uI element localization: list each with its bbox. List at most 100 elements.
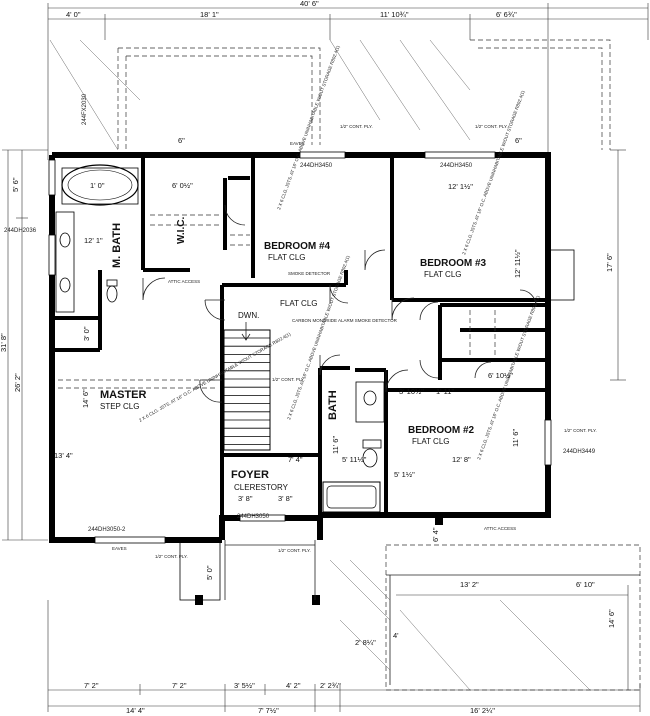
dim-tub: 1' 0" — [90, 181, 105, 190]
room-bedroom4-name: BEDROOM #4 — [264, 241, 331, 252]
dim-porch-right: 6' 10" — [576, 580, 595, 589]
dim-bed2-side: 5' 1½" — [394, 470, 415, 479]
room-hall-note: CARBON MONOXIDE ALARM SMOKE DETECTOR — [292, 318, 398, 323]
top-dim-4: 6' 6¾" — [496, 10, 517, 19]
room-bedroom3-width: 12' 1½" — [448, 182, 473, 191]
dim-bed2-top2: 1' 11" — [436, 387, 454, 396]
note-attic: ATTIC ACCESS — [484, 526, 516, 531]
overall-width-dim: 40' 6" — [300, 0, 319, 8]
bottom-dim-1: 7' 2" — [84, 681, 99, 690]
bottom-dim-3: 3' 5½" — [234, 681, 255, 690]
note-ply-bottom: 1/2" CONT. PLY. — [155, 554, 188, 559]
master-bath-toilet — [106, 279, 118, 303]
room-bedroom4-note: SMOKE DETECTOR — [288, 271, 331, 276]
room-bedroom2-height: 11' 6" — [511, 429, 520, 447]
bath-sink — [355, 381, 385, 423]
room-master-sub: STEP CLG — [100, 402, 139, 411]
room-labels: MASTER STEP CLG 14' 6" 13' 4" M. BATH 12… — [54, 181, 522, 503]
dim-porch: 13' 2" — [460, 580, 479, 589]
right-dim-1: 17' 6" — [605, 253, 614, 272]
dim-foyer-below: 5' 0" — [205, 565, 214, 580]
top-dimension-strings: 40' 6" 4' 0" 18' 1" 11' 10¾" 6' 6¾" — [47, 0, 649, 160]
dim-bed2-top: 3' 10½" — [399, 387, 424, 396]
room-foyer-dim: 3' 8" — [238, 494, 253, 503]
bottom-dim-4: 4' 2" — [286, 681, 301, 690]
room-bedroom2-sub: FLAT CLG — [412, 437, 450, 446]
room-master-name: MASTER — [100, 389, 147, 401]
window-tag-left-mbath: 244DH2036 — [4, 228, 37, 234]
room-hall-name: FLAT CLG — [280, 299, 318, 308]
dim-master-left: 3' 0" — [82, 326, 91, 341]
room-bedroom2-name: BEDROOM #2 — [408, 425, 475, 436]
room-foyer-dim2: 3' 8" — [278, 494, 293, 503]
right-dim-2: 14' 6" — [607, 609, 616, 628]
room-bedroom3-name: BEDROOM #3 — [420, 258, 487, 269]
interior-walls — [54, 158, 548, 540]
room-bath-name: BATH — [327, 390, 339, 420]
porch-garage-outline — [329, 544, 641, 691]
window-tag-right-bed3: 244DH3449 — [563, 449, 596, 455]
exterior-features — [179, 249, 575, 605]
stair: DWN. — [223, 311, 271, 451]
top-dim-1: 4' 0" — [66, 10, 81, 19]
closet-shelving — [58, 214, 496, 389]
dim-bath-side: 5' 11½" — [342, 455, 367, 464]
right-dimension-strings: 17' 6" 14' 6" — [605, 149, 626, 628]
bottom2-dim-3: 16' 2¼" — [470, 706, 495, 715]
left-dimension-strings: 5' 6" 31' 8" 26' 2" — [0, 149, 48, 541]
note-ply-hall: 1/2" CONT. PLY. — [272, 377, 305, 382]
bottom2-dim-1: 14' 4" — [126, 706, 145, 715]
room-bedroom3-sub: FLAT CLG — [424, 270, 462, 279]
note-eaves-top: EAVES — [290, 141, 305, 146]
left-dim-2: 31' 8" — [0, 333, 8, 352]
room-master-width: 14' 6" — [81, 389, 90, 408]
window-tag-bottom-master: 244DH3050-2 — [88, 527, 126, 533]
note-ply-right: 1/2" CONT. PLY. — [564, 428, 597, 433]
room-master-height: 13' 4" — [54, 451, 73, 460]
note-ply-top-right: 1/2" CONT. PLY. — [475, 124, 508, 129]
stair-label: DWN. — [238, 311, 259, 320]
bathtub-oval — [61, 164, 139, 206]
dim-garage2: 4' — [393, 631, 399, 640]
room-bath-dim: 11' 6" — [331, 436, 340, 454]
dim-garage: 2' 8¼" — [355, 638, 376, 647]
window-tag-bottom-foyer: 244DH3050 — [237, 514, 270, 520]
top-dim-3: 11' 10¾" — [380, 10, 409, 19]
room-bedroom3-height: 12' 11½" — [513, 249, 522, 278]
windows: 244DH3450 244DH3450 244DH2036 244FX2030 … — [4, 93, 596, 544]
note-ply-top: 1/2" CONT. PLY. — [340, 124, 373, 129]
left-dim-3: 26' 2" — [13, 373, 22, 392]
dim-top-tick2: 6" — [515, 136, 522, 145]
room-mbath-name: M. BATH — [111, 223, 123, 268]
dim-hall-right: 6' 4" — [431, 527, 440, 542]
bottom-dimension-strings: 7' 2" 7' 2" 3' 5½" 4' 2" 2' 2¾" 14' 4" 7… — [47, 600, 641, 715]
note-attic-small: ATTIC ACCESS — [168, 279, 200, 284]
room-bedroom4-sub: FLAT CLG — [268, 253, 306, 262]
bath-tub — [322, 481, 381, 513]
room-wic-name: W.I.C. — [176, 217, 187, 244]
roof-overhang-outline — [49, 39, 611, 151]
room-foyer-sub: CLERESTORY — [234, 483, 289, 492]
left-dim-1: 5' 6" — [11, 177, 20, 192]
dim-top-tick1: 6" — [178, 136, 185, 145]
window-tag-top-bed3: 244DH3450 — [440, 163, 473, 169]
master-bath-vanity — [55, 211, 75, 313]
bottom-dim-5: 2' 2¾" — [320, 681, 341, 690]
room-bedroom2-width: 12' 8" — [452, 455, 471, 464]
bottom2-dim-2: 7' 7½" — [258, 706, 279, 715]
window-tag-left-side: 244FX2030 — [82, 93, 88, 125]
window-tag-top-bed4: 244DH3450 — [300, 163, 333, 169]
note-eaves-bottom: EAVES — [112, 546, 127, 551]
dim-hall: 7' 4" — [288, 455, 303, 464]
bottom-dim-2: 7' 2" — [172, 681, 187, 690]
interior-dims: 3' 0" 3' 10½" 1' 11" 6' 10½" 13' 2" 6' 1… — [82, 136, 595, 647]
top-dim-2: 18' 1" — [200, 10, 219, 19]
doors — [142, 204, 537, 403]
note-ply-foyer: 1/2" CONT. PLY. — [278, 548, 311, 553]
room-wic-dim: 6' 0½" — [172, 181, 193, 190]
bath-toilet — [362, 439, 382, 468]
room-mbath-dim: 12' 1" — [84, 236, 103, 245]
room-foyer-name: FOYER — [231, 469, 269, 481]
